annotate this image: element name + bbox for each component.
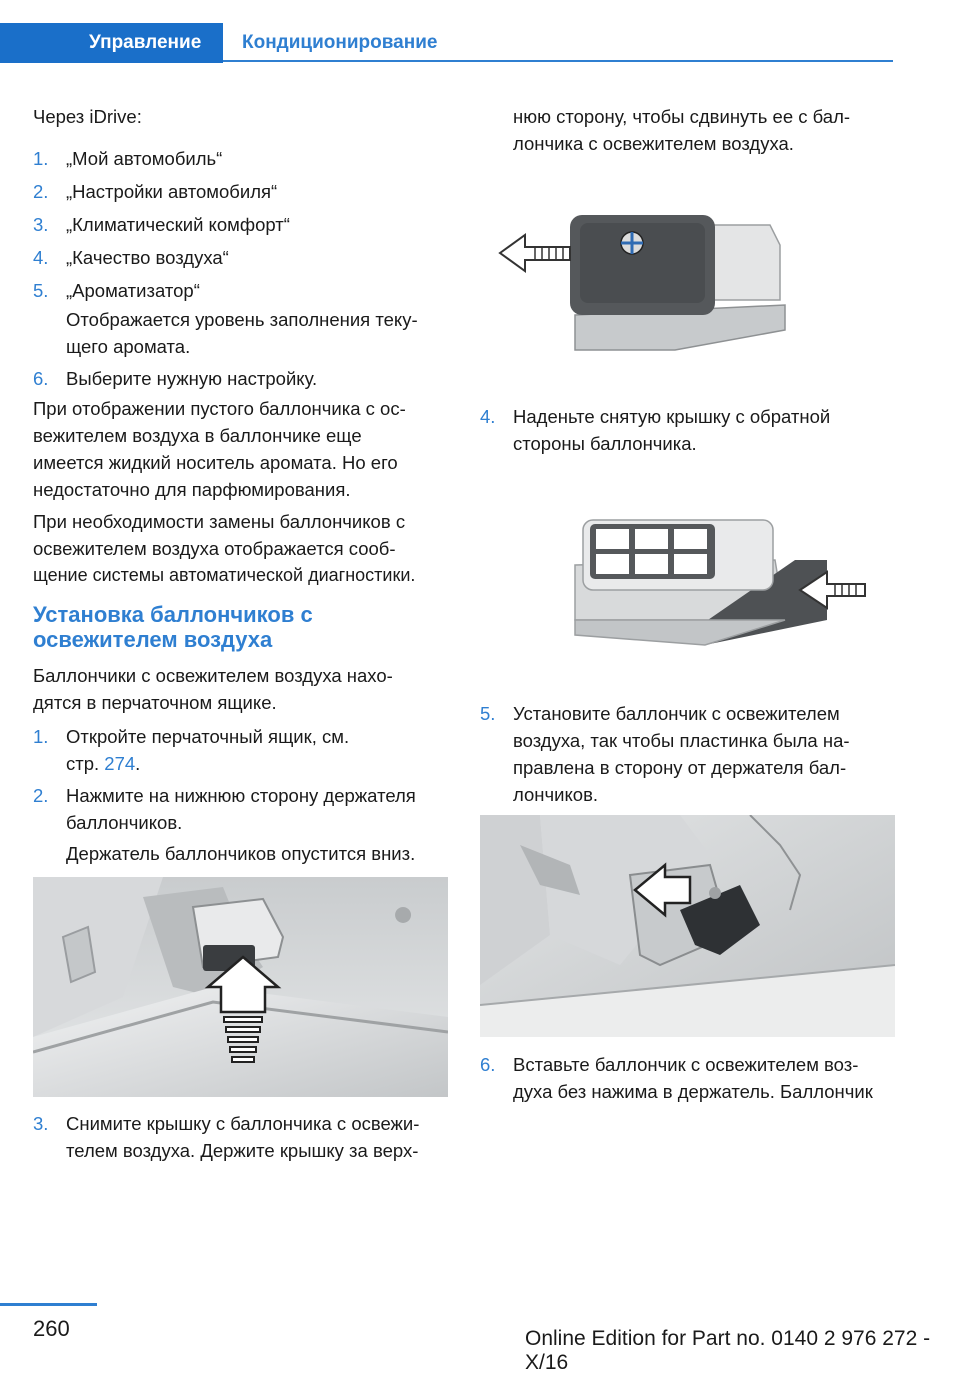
paragraph: имеется жидкий носитель аромата. Но его (33, 452, 398, 473)
header-divider (223, 60, 893, 62)
paragraph: вежителем воздуха в баллончике еще (33, 425, 362, 446)
paragraph: При отображении пустого баллончика с ос- (33, 398, 406, 419)
list-item: 2. Нажмите на нижнюю сторону держателя (33, 782, 453, 809)
list-text-cont: лончика с освежителем воздуха. (513, 133, 794, 154)
list-text-cont: стр. 274. (66, 750, 140, 777)
list-item: 4. „Качество воздуха“ (33, 244, 453, 271)
list-number: 1. (33, 148, 49, 169)
paragraph: щение системы автоматической диагностики… (33, 565, 416, 585)
paragraph: освежителем воздуха отображается сооб- (33, 538, 396, 559)
step-note: щего аромата. (66, 336, 191, 357)
list-item: 6. Вставьте баллончик с освежителем воз- (480, 1051, 900, 1078)
list-number: 4. (33, 247, 49, 268)
page-ref-prefix: стр. (66, 753, 105, 774)
list-item: 2. „Настройки автомобиля“ (33, 178, 453, 205)
list-number: 2. (33, 785, 49, 806)
list-text-cont: лончиков. (513, 784, 599, 805)
list-number: 1. (33, 726, 49, 747)
list-text-cont: баллончиков. (66, 812, 183, 833)
list-number: 3. (33, 214, 49, 235)
footer-divider (0, 1303, 97, 1306)
paragraph: Баллончики с освежителем воздуха нахо- (33, 665, 393, 686)
list-text: Откройте перчаточный ящик, см. (66, 726, 350, 747)
list-number: 4. (480, 406, 496, 427)
list-number: 6. (480, 1054, 496, 1075)
tab-climate[interactable]: Кондиционирование (242, 32, 438, 53)
list-item: 6. Выберите нужную настройку. (33, 365, 453, 392)
list-text-cont: телем воздуха. Держите крышку за верх- (66, 1140, 419, 1161)
list-text: „Ароматизатор“ (66, 280, 200, 301)
tab-controls[interactable]: Управление (0, 23, 223, 63)
list-item: 3. „Климатический комфорт“ (33, 211, 453, 238)
list-text: Нажмите на нижнюю сторону держателя (66, 785, 416, 806)
header-tabs: Управление Кондиционирование (0, 23, 893, 63)
list-text: Снимите крышку с баллончика с освежи- (66, 1113, 420, 1134)
cap-reverse-illustration (565, 510, 880, 650)
list-text-cont: воздуха, так чтобы пластинка была на- (513, 730, 850, 751)
list-item: 5. Установите баллончик с освежителем (480, 700, 900, 727)
list-item: 4. Наденьте снятую крышку с обратной (480, 403, 900, 430)
list-text: „Климатический комфорт“ (66, 214, 290, 235)
list-number: 2. (33, 181, 49, 202)
list-number: 6. (33, 368, 49, 389)
list-text: „Качество воздуха“ (66, 247, 229, 268)
section-heading: Установка баллончиков с (33, 602, 313, 627)
glovebox-photo (33, 877, 448, 1097)
list-text: „Настройки автомобиля“ (66, 181, 278, 202)
holder-photo (480, 815, 895, 1037)
page-number: 260 (33, 1316, 70, 1341)
list-item: 3. Снимите крышку с баллончика с освежи- (33, 1110, 453, 1137)
list-text: „Мой автомобиль“ (66, 148, 223, 169)
intro-text: Через iDrive: (33, 106, 142, 127)
step-note: Отображается уровень заполнения теку- (66, 309, 418, 330)
step-note: Держатель баллончиков опустится вниз. (66, 843, 416, 864)
list-text-cont: правлена в сторону от держателя бал- (513, 757, 847, 778)
page-link[interactable]: 274 (104, 753, 136, 774)
list-text: Наденьте снятую крышку с обратной (513, 406, 831, 427)
page-ref-suffix: . (135, 753, 141, 774)
list-item: 1. „Мой автомобиль“ (33, 145, 453, 172)
list-number: 5. (480, 703, 496, 724)
list-text: Выберите нужную настройку. (66, 368, 318, 389)
list-text-cont: нюю сторону, чтобы сдвинуть ее с бал- (513, 106, 851, 127)
cap-removal-illustration (495, 205, 795, 360)
list-number: 5. (33, 280, 49, 301)
list-text-cont: духа без нажима в держатель. Баллончик (513, 1081, 873, 1102)
list-item: 1. Откройте перчаточный ящик, см. (33, 723, 453, 750)
paragraph: недостаточно для парфюмирования. (33, 479, 351, 500)
section-heading: освежителем воздуха (33, 627, 273, 652)
list-text: Установите баллончик с освежителем (513, 703, 840, 724)
list-number: 3. (33, 1113, 49, 1134)
list-item: 5. „Ароматизатор“ (33, 277, 453, 304)
list-text-cont: стороны баллончика. (513, 433, 697, 454)
edition-info: Online Edition for Part no. 0140 2 976 2… (525, 1327, 931, 1374)
list-text: Вставьте баллончик с освежителем воз- (513, 1054, 859, 1075)
paragraph: При необходимости замены баллончиков с (33, 511, 406, 532)
paragraph: дятся в перчаточном ящике. (33, 692, 277, 713)
